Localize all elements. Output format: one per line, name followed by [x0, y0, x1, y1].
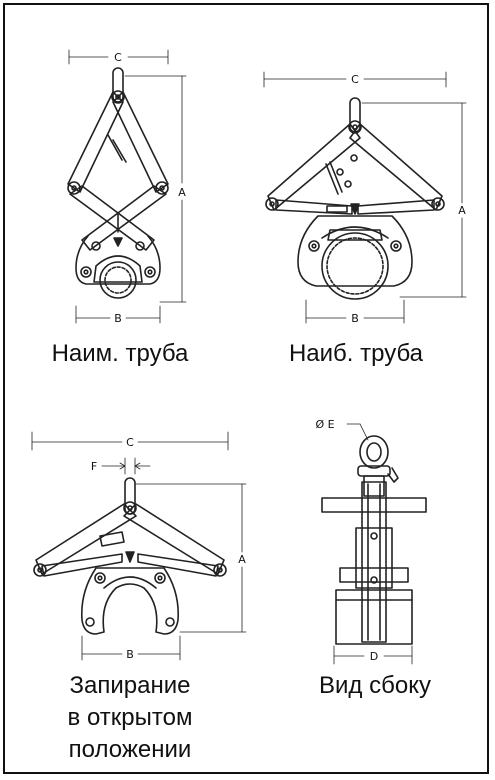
- side-view-caption: Вид сбоку: [290, 670, 460, 702]
- side-view-label-e: Ø E: [315, 418, 334, 431]
- figure-frame: [3, 3, 489, 774]
- min-pipe-label-b: B: [114, 312, 122, 325]
- min-pipe-shackle: [111, 67, 125, 104]
- open-lock-view: C F A B: [31, 431, 247, 661]
- max-pipe-dim-b: [305, 299, 405, 324]
- side-view-shackle: [357, 435, 399, 497]
- min-pipe-jaw: [75, 235, 161, 299]
- max-pipe-dim-c: [263, 71, 447, 88]
- side-view-dim-d: [333, 645, 413, 665]
- open-lock-caption-line-2: в открытом: [67, 704, 193, 731]
- max-pipe-dim-a: [361, 102, 467, 298]
- min-pipe-label-a: A: [178, 186, 186, 199]
- open-lock-caption: Запирание в открытом положении: [40, 670, 220, 766]
- open-lock-caption-line-1: Запирание: [69, 672, 191, 699]
- side-view-dim-e: [346, 423, 369, 441]
- max-pipe-jaw: [297, 215, 413, 300]
- open-lock-label-b: B: [126, 648, 134, 661]
- side-view-body: [321, 481, 427, 645]
- min-pipe-dim-c: [68, 49, 169, 65]
- max-pipe-caption: Наиб. труба: [276, 338, 436, 370]
- min-pipe-label-c: C: [114, 51, 122, 64]
- max-pipe-caption-text: Наиб. труба: [288, 340, 424, 367]
- open-lock-label-a: A: [238, 553, 246, 566]
- min-pipe-lower-arms: [69, 185, 167, 251]
- max-pipe-view: C A B: [263, 71, 467, 325]
- open-lock-dim-f: [101, 457, 151, 475]
- open-lock-jaw: [80, 567, 180, 635]
- open-lock-dim-a: [135, 483, 247, 633]
- max-pipe-shackle: [348, 97, 362, 134]
- open-lock-arms: [33, 503, 227, 577]
- min-pipe-caption: Наим. труба: [40, 338, 200, 370]
- open-lock-shackle: [123, 477, 137, 515]
- max-pipe-label-a: A: [458, 204, 466, 217]
- open-lock-label-c: C: [126, 436, 134, 449]
- side-view-label-d: D: [370, 650, 378, 663]
- min-pipe-view: C A B: [67, 49, 187, 325]
- min-pipe-upper-arms: [67, 91, 169, 195]
- open-lock-dim-c: [31, 431, 229, 451]
- open-lock-dim-b: [81, 635, 181, 661]
- max-pipe-arms: [265, 123, 445, 215]
- max-pipe-label-b: B: [351, 312, 359, 325]
- side-view-caption-text: Вид сбоку: [319, 672, 431, 699]
- min-pipe-dim-a: [124, 75, 187, 303]
- min-pipe-dim-b: [75, 305, 161, 324]
- min-pipe-caption-text: Наим. труба: [51, 340, 189, 367]
- side-view: Ø E D: [315, 418, 427, 665]
- open-lock-label-f: F: [91, 460, 97, 473]
- max-pipe-label-c: C: [351, 73, 359, 86]
- open-lock-caption-line-3: положении: [68, 736, 192, 763]
